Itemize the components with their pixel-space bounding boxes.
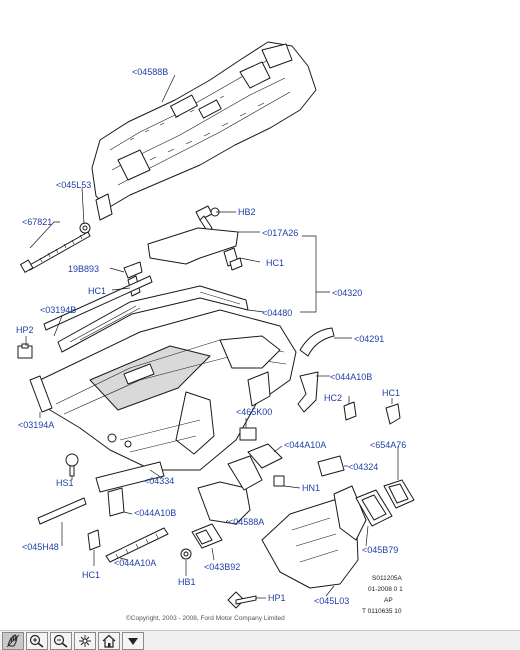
menu-down-arrow-icon [128,637,138,645]
reference-line-2: 01-2008 0 1 [368,586,403,593]
hc2-clip-part [343,401,357,421]
label-044a10b-b[interactable]: <044A10B [134,508,176,518]
bracket-04324-part [317,455,345,477]
label-465k00[interactable]: <465K00 [236,407,272,417]
lower-panel-04334-part [95,461,165,493]
home-button[interactable] [98,631,120,650]
label-043b92[interactable]: <043B92 [204,562,240,572]
label-hb1[interactable]: HB1 [178,577,196,587]
strip-045h48-part [37,497,87,525]
viewer-toolbar [0,630,520,650]
label-19b893[interactable]: 19B893 [68,264,99,274]
home-icon [102,634,116,648]
label-04320[interactable]: <04320 [332,288,362,298]
hc1-clip-d-part [87,529,101,551]
reference-stamp: S011205A 01-2008 0 1 AP T 0110635 10 [362,575,403,615]
clip-fastener-part [79,222,91,234]
reference-line-1: S011205A [372,575,403,582]
clip-19b893-part [123,261,143,279]
label-045b79[interactable]: <045B79 [362,545,398,555]
part-labels: <04588B <045L53 <67821 HB2 <017A26 19B89… [16,67,406,606]
menu-dropdown-button[interactable] [122,631,144,650]
label-04291[interactable]: <04291 [354,334,384,344]
label-04324[interactable]: <04324 [348,462,378,472]
long-bolt-part [20,231,91,273]
reference-line-4: T 0110635 10 [362,608,402,615]
upper-trim-rail-part [43,275,153,331]
zoom-out-button[interactable] [50,631,72,650]
leader-lines [25,74,399,599]
label-03194b[interactable]: <03194B [40,305,76,315]
center-console-04588a-part [197,455,263,525]
hs1-screw-part [65,453,79,477]
ashtray-465k00-part [239,427,257,441]
fit-to-window-button[interactable] [74,631,96,650]
label-hn1[interactable]: HN1 [302,483,320,493]
hc1-clip-c-part [385,403,401,425]
fit-to-window-icon [79,634,91,647]
hand-icon [6,633,20,647]
label-045l53[interactable]: <045L53 [56,180,91,190]
zoom-in-icon [29,634,44,648]
label-045h48[interactable]: <045H48 [22,542,59,552]
label-04588a[interactable]: <04588A [228,517,264,527]
label-hc2[interactable]: HC2 [324,393,342,403]
label-044a10a-b[interactable]: <044A10A [114,558,156,568]
hb1-bolt-part [180,548,192,560]
label-hc1-b[interactable]: HC1 [88,286,106,296]
bracket-044a10a-upper-part [247,443,283,469]
label-hp1[interactable]: HP1 [268,593,286,603]
label-hc1-a[interactable]: HC1 [266,258,284,268]
lower-trim-bar-part [29,375,53,413]
exploded-parts-diagram: <04588B <045L53 <67821 HB2 <017A26 19B89… [16,41,415,622]
reference-line-3: AP [384,597,393,604]
bracket-044a10b-lower-part [107,487,125,517]
label-hc1-d[interactable]: HC1 [82,570,100,580]
zoom-out-icon [53,634,68,648]
trim-panel-045b79-part [355,489,393,527]
label-04334[interactable]: <04334 [144,476,174,486]
hc1-clip-a-part [223,247,243,271]
bracket-044a10a-lower-part [105,527,169,563]
label-044a10a-a[interactable]: <044A10A [284,440,326,450]
glovebox-door-panel-part [147,227,239,265]
label-03194a[interactable]: <03194A [18,420,54,430]
lower-console-045l03-part [261,485,367,589]
hp1-push-pin-part [227,591,257,609]
hn1-nut-part [273,475,285,487]
label-017a26[interactable]: <017A26 [262,228,298,238]
copyright-text: ©Copyright, 2003 - 2008, Ford Motor Comp… [126,614,285,622]
label-044a10b-a[interactable]: <044A10B [330,372,372,382]
label-654a76[interactable]: <654A76 [370,440,406,450]
label-hc1-c[interactable]: HC1 [382,388,400,398]
zoom-in-button[interactable] [26,631,48,650]
heater-housing-part [91,41,317,221]
bracket-044a10b-upper-part [297,371,319,413]
label-67821[interactable]: <67821 [22,217,52,227]
bezel-654a76-part [383,479,415,509]
label-hp2[interactable]: HP2 [16,325,34,335]
label-hb2[interactable]: HB2 [238,207,256,217]
pan-button[interactable] [2,631,24,650]
label-hs1[interactable]: HS1 [56,478,74,488]
vent-duct-04291-part [299,327,335,357]
label-045l03[interactable]: <045L03 [314,596,349,606]
hp2-clip-part [17,343,33,359]
label-04588b[interactable]: <04588B [132,67,168,77]
label-04480[interactable]: <04480 [262,308,292,318]
instrument-panel-part [39,309,297,471]
bracket-043b92-part [191,523,223,549]
